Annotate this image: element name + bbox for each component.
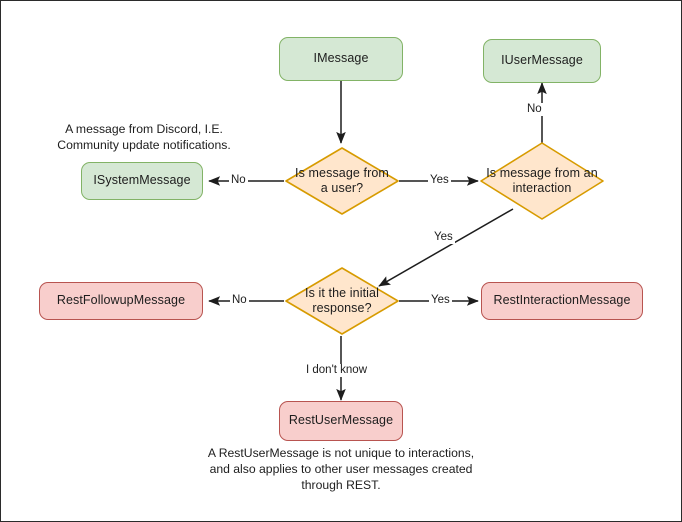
edge-label-initialresponse-yes: Yes (429, 294, 452, 307)
node-restusermessage[interactable]: RestUserMessage (279, 401, 403, 441)
node-iusermessage[interactable]: IUserMessage (483, 39, 601, 83)
decision-is-message-from-a-user[interactable]: Is message from a user? (284, 146, 400, 216)
edge-label-fromuser-no: No (229, 174, 248, 187)
node-isystemmessage-label: ISystemMessage (93, 173, 191, 188)
diamond-shape (285, 147, 399, 215)
node-restusermessage-label: RestUserMessage (288, 413, 394, 428)
decision-is-it-the-initial-response-label: Is it the initial response? (305, 285, 379, 315)
node-restinteractionmessage[interactable]: RestInteractionMessage (481, 282, 643, 320)
edge-label-frominteraction-no: No (525, 103, 544, 116)
diamond-shape (285, 267, 399, 335)
edge-label-fromuser-yes: Yes (428, 174, 451, 187)
node-restinteractionmessage-label: RestInteractionMessage (493, 293, 631, 308)
edge-label-initialresponse-no: No (230, 294, 249, 307)
node-imessage-label: IMessage (313, 51, 369, 66)
node-restfollowupmessage[interactable]: RestFollowupMessage (39, 282, 203, 320)
decision-is-message-from-an-interaction-label: Is message from an interaction (486, 165, 598, 195)
edge-label-initialresponse-unknown: I don't know (304, 364, 370, 377)
node-imessage[interactable]: IMessage (279, 37, 403, 81)
diamond-shape (480, 142, 604, 220)
decision-is-it-the-initial-response[interactable]: Is it the initial response? (284, 266, 400, 336)
node-isystemmessage[interactable]: ISystemMessage (81, 162, 203, 200)
node-restfollowupmessage-label: RestFollowupMessage (56, 293, 186, 308)
edge-label-frominteraction-yes: Yes (432, 231, 455, 244)
note-rest-user-message: A RestUserMessage is not unique to inter… (207, 446, 475, 493)
decision-is-message-from-a-user-label: Is message from a user? (295, 165, 389, 195)
node-iusermessage-label: IUserMessage (501, 53, 583, 68)
note-system-message: A message from Discord, I.E. Community u… (57, 122, 231, 153)
decision-is-message-from-an-interaction[interactable]: Is message from an interaction (479, 141, 605, 221)
